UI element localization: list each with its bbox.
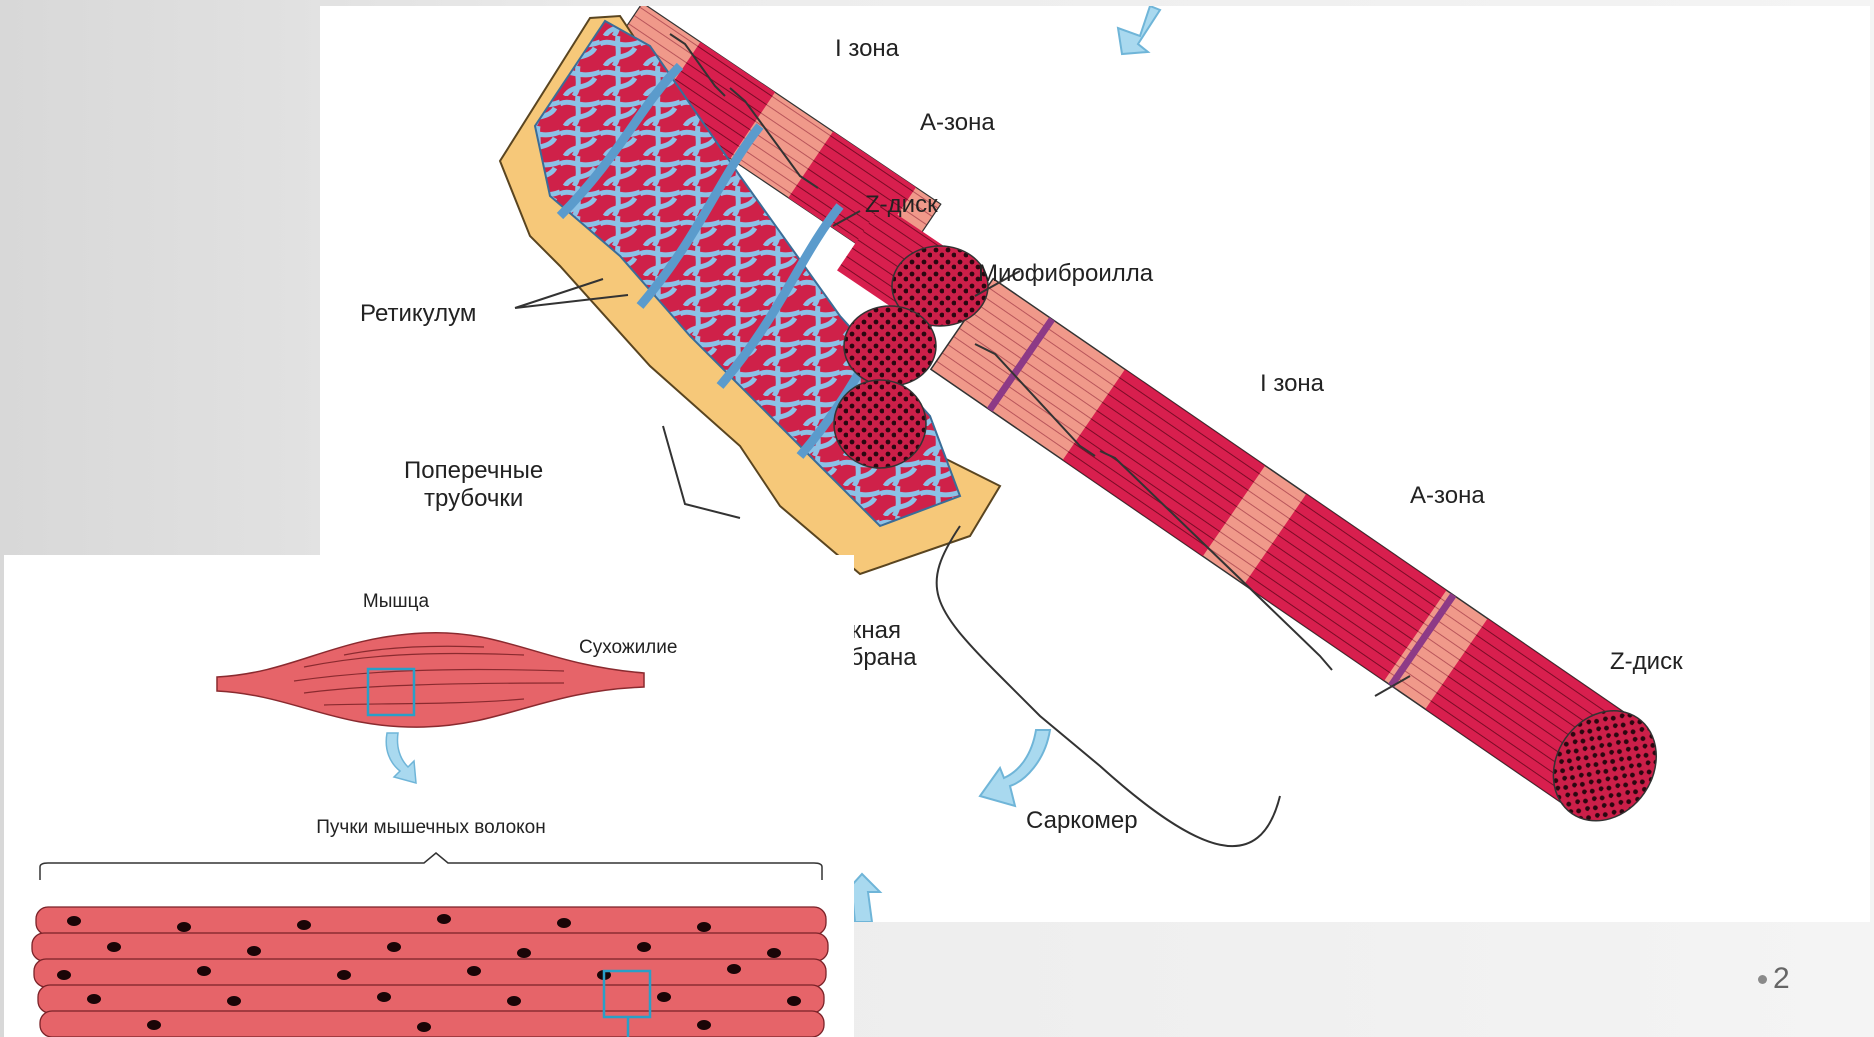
- label-z-disk-right: Z-диск: [1610, 648, 1683, 675]
- muscle-fiber-bundle: [32, 907, 828, 1037]
- label-transverse-tubules-2: трубочки: [424, 485, 523, 512]
- arrow-top-icon: [1118, 6, 1160, 54]
- bullet-dot-icon: [1758, 975, 1767, 984]
- muscle-diagram: Мышца Сухожилие Пучки мышечных волокон: [4, 555, 854, 1037]
- label-bundles: Пучки мышечных волокон: [316, 817, 545, 838]
- label-sarcomere: Саркомер: [1026, 807, 1138, 834]
- muscle-inset-panel: Мышца Сухожилие Пучки мышечных волокон: [4, 555, 854, 1037]
- label-i-zone-top: I зона: [835, 35, 900, 62]
- label-a-zone-right: А-зона: [1410, 482, 1485, 509]
- bracket-bundles: [40, 853, 822, 880]
- slide-number-text: 2: [1773, 962, 1790, 996]
- arrow-muscle-icon: [386, 733, 416, 783]
- myofibril-cross-section-3: [834, 380, 926, 468]
- label-z-disk-top: Z-диск: [865, 191, 938, 218]
- label-muscle: Мышца: [363, 591, 430, 612]
- label-myofibril: Миофиброилла: [978, 260, 1154, 287]
- myofibril-cross-section-2: [844, 306, 936, 386]
- arrow-sarcomere-icon: [980, 730, 1050, 806]
- label-reticulum: Ретикулум: [360, 300, 476, 327]
- label-i-zone-right: I зона: [1260, 370, 1325, 397]
- label-tendon: Сухожилие: [579, 637, 677, 658]
- label-transverse-tubules-1: Поперечные: [404, 457, 543, 484]
- label-a-zone-top: А-зона: [920, 109, 995, 136]
- slide-number: 2: [1758, 962, 1790, 996]
